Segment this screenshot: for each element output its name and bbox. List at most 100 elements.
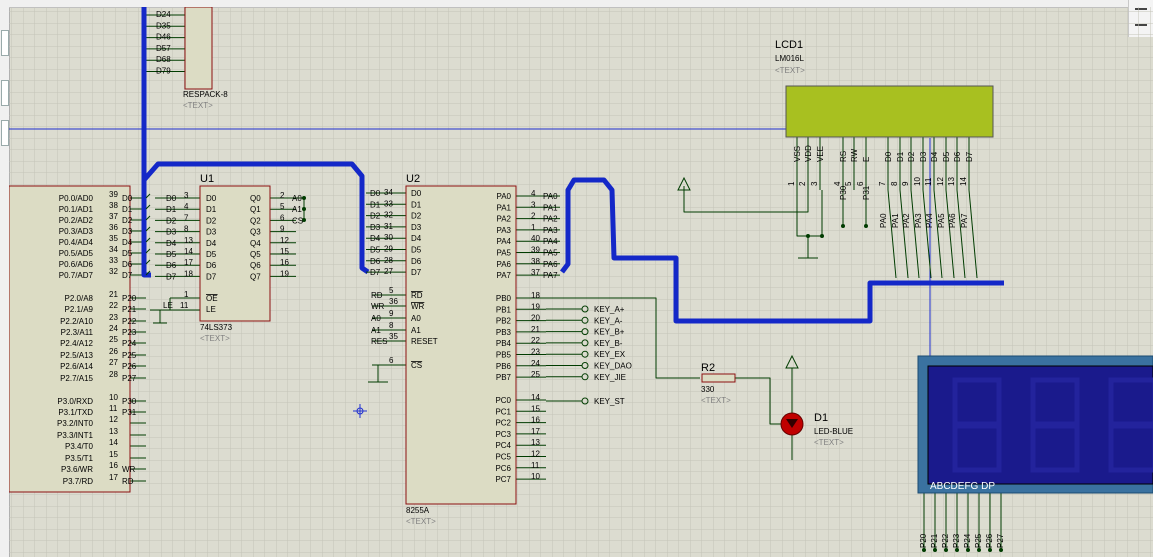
toolbar-tab[interactable] (1, 120, 9, 146)
bus (142, 161, 370, 275)
latch-q-pin-name: Q7 (250, 272, 261, 281)
mcu-pin-net: P30 (122, 397, 137, 406)
ppi-pc-pin-number: 10 (531, 472, 540, 481)
ppi-pb-pin-number: 19 (531, 302, 540, 311)
lcd-data-wire (956, 189, 966, 279)
mcu-pin-net: P23 (122, 328, 137, 337)
key-label: KEY_EX (594, 350, 626, 359)
latch-q-pin-name: Q5 (250, 250, 261, 259)
mcu-pin-net: D2 (122, 216, 133, 225)
lcd-pin-name: VDD (804, 145, 813, 162)
latch-d-net: D6 (166, 261, 177, 270)
junction-dot (302, 196, 306, 200)
seg-digit-outline (1108, 423, 1153, 473)
key-terminal (581, 339, 589, 347)
lcd-pin-number: 12 (936, 177, 945, 186)
latch-q-pin-number: 19 (280, 269, 289, 278)
mcu-pin-name: P0.3/AD3 (59, 227, 94, 236)
ppi-d-net: D7 (370, 268, 381, 277)
mcu-pin-name: P0.0/AD0 (59, 194, 94, 203)
mcu-pin-name: P2.6/A14 (60, 362, 93, 371)
resistor-ref: R2 (701, 362, 715, 374)
ppi-pb-pin-name: PB6 (496, 362, 512, 371)
seg-pin-net: P25 (974, 533, 983, 548)
resistor-value: 330 (701, 385, 715, 394)
lcd-pin-number: 10 (913, 177, 922, 186)
latch-d-net: D3 (166, 228, 177, 237)
latch-ref: U1 (200, 173, 214, 185)
ppi-pc-pin-number: 17 (531, 427, 540, 436)
ppi-d-net: D1 (370, 200, 381, 209)
respack-pin-label: D46 (156, 33, 171, 42)
latch-q-pin-name: Q2 (250, 216, 261, 225)
ppi-ctl-net: RES (371, 337, 387, 346)
ppi-pb-pin-name: PB7 (496, 373, 512, 382)
latch-d-net: D5 (166, 250, 177, 259)
latch-q-pin-name: Q4 (250, 239, 261, 248)
ppi-pa-pin-number: 2 (531, 212, 536, 221)
lcd-pin-number: 1 (787, 181, 796, 186)
ppi-pa-pin-number: 4 (531, 189, 536, 198)
ppi-pa-pin-name: PA7 (496, 271, 511, 280)
latch-d-pin-name: D0 (206, 194, 217, 203)
latch-q-pin-number: 9 (280, 225, 285, 234)
ppi-d-net: D0 (370, 189, 381, 198)
mcu-pin-number: 28 (109, 370, 118, 379)
junction-dot (977, 548, 981, 552)
seg-pin-net: P26 (985, 533, 994, 548)
latch-oe-label: OE (206, 294, 218, 303)
ppi-ctl-net: A0 (371, 314, 381, 323)
lcd-pin-name: VSS (793, 146, 802, 162)
mcu-pin-number: 11 (109, 404, 118, 413)
respack-pin-label: D24 (156, 10, 171, 19)
power-arrow-symbol (785, 354, 799, 369)
mcu-pin-name: P3.7/RD (63, 477, 93, 486)
mcu-pin-number: 37 (109, 212, 118, 221)
latch-d-net: D1 (166, 205, 177, 214)
mcu-pin-name: P2.4/A12 (60, 339, 93, 348)
junction-dot (955, 548, 959, 552)
pb0-wire (546, 297, 700, 379)
lcd-pin-number: 7 (878, 181, 887, 186)
mcu-pin-net: D0 (122, 194, 133, 203)
mcu-pin-net: D5 (122, 249, 133, 258)
ppi-pa-net: PA2 (543, 215, 558, 224)
ppi-d-pin-name: D1 (411, 200, 422, 209)
ppi-ctl-pin-number: 6 (389, 356, 394, 365)
ppi-pb-pin-number: 18 (531, 291, 540, 300)
bus-entry (145, 204, 151, 210)
lcd-pin-number: 8 (890, 181, 899, 186)
lcd-data-net: PA1 (891, 213, 900, 228)
lcd-pin-number: 13 (947, 177, 956, 186)
mcu-pin-number: 33 (109, 256, 118, 265)
mcu-pin-name: P2.2/A10 (60, 317, 93, 326)
junction-dot (944, 548, 948, 552)
ppi-model: 8255A (406, 506, 430, 515)
labels: D24D35D46D57D68D79RESPACK-8<TEXT>P0.0/AD… (57, 10, 1005, 548)
mcu-pin-number: 21 (109, 290, 118, 299)
key-terminal (581, 328, 589, 336)
toolbar-tab[interactable] (1, 30, 9, 56)
ppi-pc-pin-name: PC1 (495, 407, 511, 416)
ppi-d-net: D6 (370, 257, 381, 266)
latch-q-pin-name: Q3 (250, 228, 261, 237)
lcd-data-wire (887, 189, 897, 279)
lcd-pin-number: 5 (844, 181, 853, 186)
ppi-pa-pin-number: 1 (531, 223, 536, 232)
ppi-pb-pin-number: 24 (531, 359, 540, 368)
ppi-pa-pin-name: PA5 (496, 249, 511, 258)
lcd-pin-name: D6 (953, 151, 962, 162)
latch-d-pin-number: 4 (184, 202, 189, 211)
ppi-pa-net: PA5 (543, 249, 558, 258)
mcu-pin-number: 13 (109, 427, 118, 436)
mcu-pin-number: 17 (109, 473, 118, 482)
toolbar-tab[interactable] (1, 80, 9, 106)
respack-body (184, 7, 213, 90)
latch-q-pin-name: Q6 (250, 261, 261, 270)
ppi-ctl-net: A1 (371, 326, 381, 335)
ppi-d-pin-number: 34 (384, 188, 393, 197)
led-text-hint: <TEXT> (814, 438, 844, 447)
mcu-pin-net: P21 (122, 305, 137, 314)
schematic-canvas[interactable]: D24D35D46D57D68D79RESPACK-8<TEXT>P0.0/AD… (9, 7, 1153, 557)
